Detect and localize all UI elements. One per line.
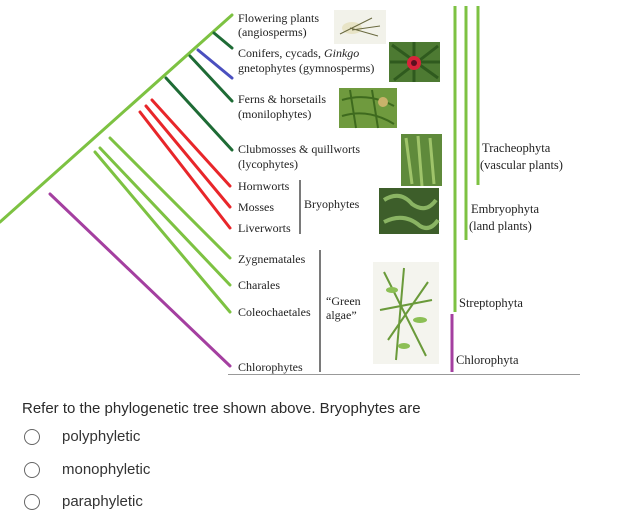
branch-charales — [98, 146, 232, 287]
taxon-gnetophytes: gnetophytes (gymnosperms) — [238, 61, 375, 75]
branch-liverworts — [138, 110, 232, 230]
branch-ferns — [188, 54, 234, 103]
taxon-conifers: Conifers, cycads, Ginkgo — [238, 46, 359, 60]
taxon-lycophytes: (lycophytes) — [238, 157, 298, 171]
option-paraphyletic-label: paraphyletic — [62, 493, 143, 510]
taxon-clubmosses: Clubmosses & quillworts — [238, 142, 361, 156]
branch-angiosperms — [212, 31, 234, 50]
lycophyte-photo — [401, 134, 442, 187]
taxon-ferns: Ferns & horsetails — [238, 92, 326, 106]
branch-hornworts — [150, 98, 232, 188]
trunk-branch — [0, 13, 234, 224]
green-algae-label-line2: algae” — [326, 308, 357, 322]
group-embryophyta-sub: (land plants) — [469, 219, 532, 233]
taxon-hornworts: Hornworts — [238, 179, 290, 193]
taxon-coleochaetales: Coleochaetales — [238, 305, 311, 319]
group-tracheophyta: Tracheophyta — [482, 141, 551, 155]
taxon-charales: Charales — [238, 278, 280, 292]
figure-divider — [228, 374, 580, 375]
question-prompt: Refer to the phylogenetic tree shown abo… — [22, 400, 421, 417]
branch-lycophytes — [164, 76, 234, 152]
option-monophyletic[interactable]: monophyletic — [24, 461, 150, 478]
taxon-mosses: Mosses — [238, 200, 275, 214]
option-paraphyletic[interactable]: paraphyletic — [24, 493, 143, 510]
branch-chlorophytes — [48, 192, 232, 368]
group-streptophyta: Streptophyta — [459, 296, 523, 310]
taxon-zygnematales: Zygnematales — [238, 252, 306, 266]
taxon-conifers-text: Conifers, cycads, — [238, 46, 324, 60]
phylogenetic-tree — [0, 6, 480, 372]
angiosperm-photo — [334, 10, 386, 44]
taxon-ginkgo: Ginkgo — [323, 46, 360, 60]
option-monophyletic-label: monophyletic — [62, 461, 151, 478]
group-embryophyta: Embryophyta — [471, 202, 540, 216]
taxon-angiosperms: (angiosperms) — [238, 25, 307, 39]
radio-monophyletic[interactable] — [24, 461, 40, 478]
green-algae-photo — [373, 262, 439, 364]
taxon-monilophytes: (monilophytes) — [238, 107, 312, 121]
option-polyphyletic-label: polyphyletic — [62, 428, 141, 445]
radio-polyphyletic[interactable] — [24, 428, 40, 445]
taxon-liverworts: Liverworts — [238, 221, 291, 235]
branch-coleochaetales — [93, 150, 232, 314]
group-tracheophyta-sub: (vascular plants) — [480, 158, 563, 172]
branch-mosses — [144, 104, 232, 209]
taxon-flowering-plants: Flowering plants — [238, 11, 319, 25]
branch-zygnematales — [108, 136, 232, 260]
green-algae-label-line1: “Green — [326, 294, 361, 308]
bryophyte-photo — [379, 188, 440, 234]
taxon-chlorophytes: Chlorophytes — [238, 360, 303, 374]
bryophytes-label: Bryophytes — [304, 197, 360, 211]
branch-gymnosperms — [196, 48, 234, 80]
group-chlorophyta: Chlorophyta — [456, 353, 519, 367]
radio-paraphyletic[interactable] — [24, 493, 40, 510]
gymnosperm-photo — [389, 42, 440, 82]
option-polyphyletic[interactable]: polyphyletic — [24, 428, 140, 445]
fern-photo — [339, 88, 397, 129]
